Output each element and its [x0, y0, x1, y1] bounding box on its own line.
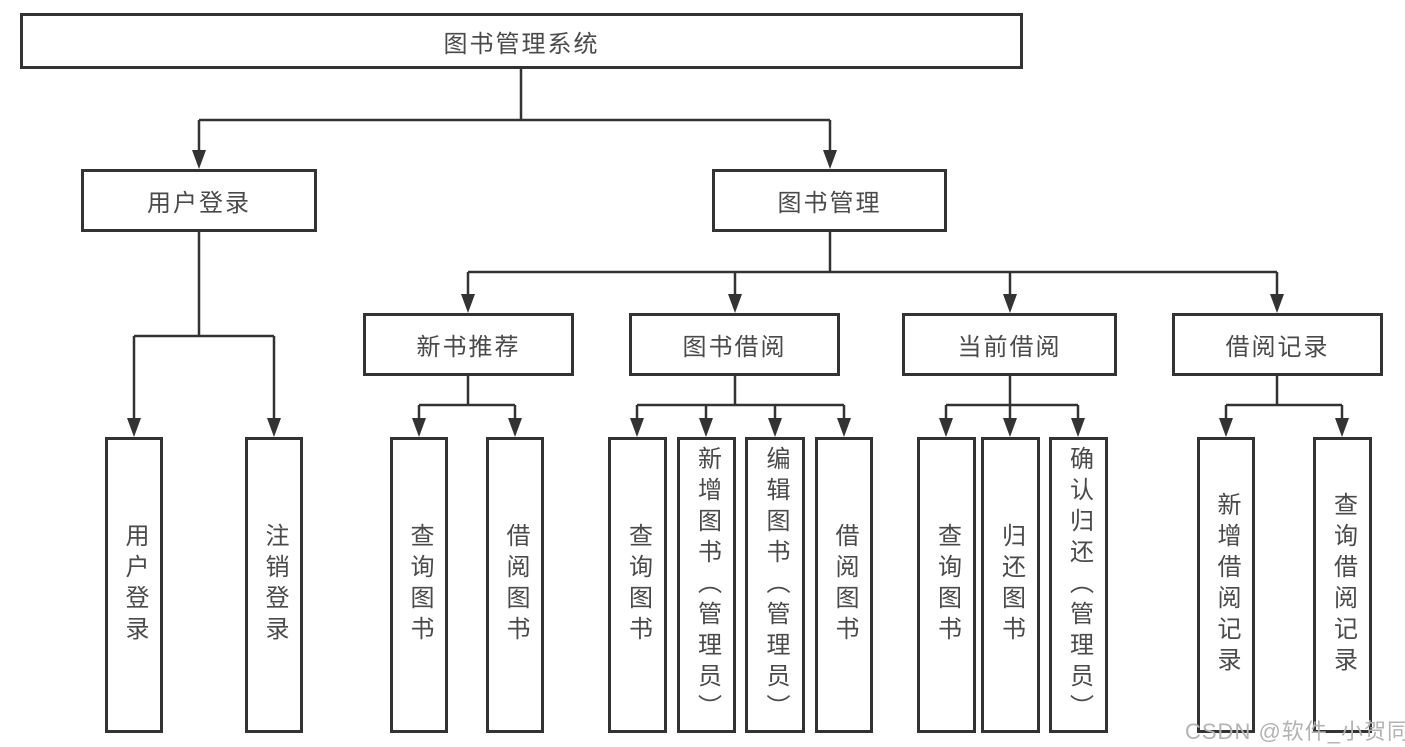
node-borrowing-records: 借阅记录	[1172, 313, 1383, 376]
leaf-query-books-recommend: 查询图书	[390, 437, 448, 733]
leaf-query-books-borrowing-label: 查询图书	[624, 523, 652, 647]
leaf-return-book: 归还图书	[981, 437, 1040, 733]
node-new-book-recommend: 新书推荐	[363, 313, 574, 376]
leaf-add-borrow-record: 新增借阅记录	[1197, 437, 1255, 733]
node-book-management-label: 图书管理	[777, 190, 882, 217]
leaf-query-books-current: 查询图书	[917, 437, 976, 733]
node-user-login-label: 用户登录	[147, 190, 251, 217]
leaf-borrow-books-borrowing: 借阅图书	[815, 437, 873, 733]
leaf-confirm-return-admin-label: 确认归还（管理员）	[1065, 445, 1093, 725]
leaf-query-books-current-label: 查询图书	[933, 523, 961, 647]
leaf-borrow-books-recommend: 借阅图书	[486, 437, 544, 733]
leaf-query-borrow-record-label: 查询借阅记录	[1329, 492, 1357, 678]
leaf-logout: 注销登录	[245, 437, 303, 733]
leaf-user-login: 用户登录	[105, 437, 163, 733]
leaf-add-borrow-record-label: 新增借阅记录	[1213, 492, 1240, 678]
node-book-management: 图书管理	[712, 169, 947, 232]
leaf-return-book-label: 归还图书	[997, 523, 1025, 647]
leaf-edit-book-admin: 编辑图书（管理员）	[745, 437, 805, 733]
node-book-borrowing: 图书借阅	[629, 313, 840, 376]
node-current-borrowing: 当前借阅	[902, 313, 1117, 376]
node-borrowing-records-label: 借阅记录	[1225, 334, 1330, 361]
leaf-logout-label: 注销登录	[261, 523, 288, 647]
arrowheads	[127, 150, 1349, 437]
node-library-system-label: 图书管理系统	[443, 30, 600, 58]
node-user-login: 用户登录	[81, 169, 317, 232]
leaf-query-borrow-record: 查询借阅记录	[1313, 437, 1372, 733]
node-library-system: 图书管理系统	[20, 13, 1023, 69]
node-new-book-recommend-label: 新书推荐	[416, 334, 521, 361]
csdn-watermark: CSDN @软件_小贺同学	[1185, 719, 1405, 744]
leaf-borrow-books-borrowing-label: 借阅图书	[831, 523, 858, 647]
leaf-user-login-label: 用户登录	[121, 523, 148, 647]
leaf-add-book-admin: 新增图书（管理员）	[677, 437, 736, 733]
connector-paths	[132, 69, 1344, 424]
leaf-edit-book-admin-label: 编辑图书（管理员）	[762, 445, 789, 725]
leaf-borrow-books-recommend-label: 借阅图书	[502, 523, 529, 647]
leaf-confirm-return-admin: 确认归还（管理员）	[1049, 437, 1108, 733]
node-book-borrowing-label: 图书借阅	[682, 334, 787, 361]
node-current-borrowing-label: 当前借阅	[957, 334, 1062, 361]
leaf-add-book-admin-label: 新增图书（管理员）	[693, 445, 721, 725]
leaf-query-books-recommend-label: 查询图书	[406, 523, 433, 647]
leaf-query-books-borrowing: 查询图书	[608, 437, 667, 733]
